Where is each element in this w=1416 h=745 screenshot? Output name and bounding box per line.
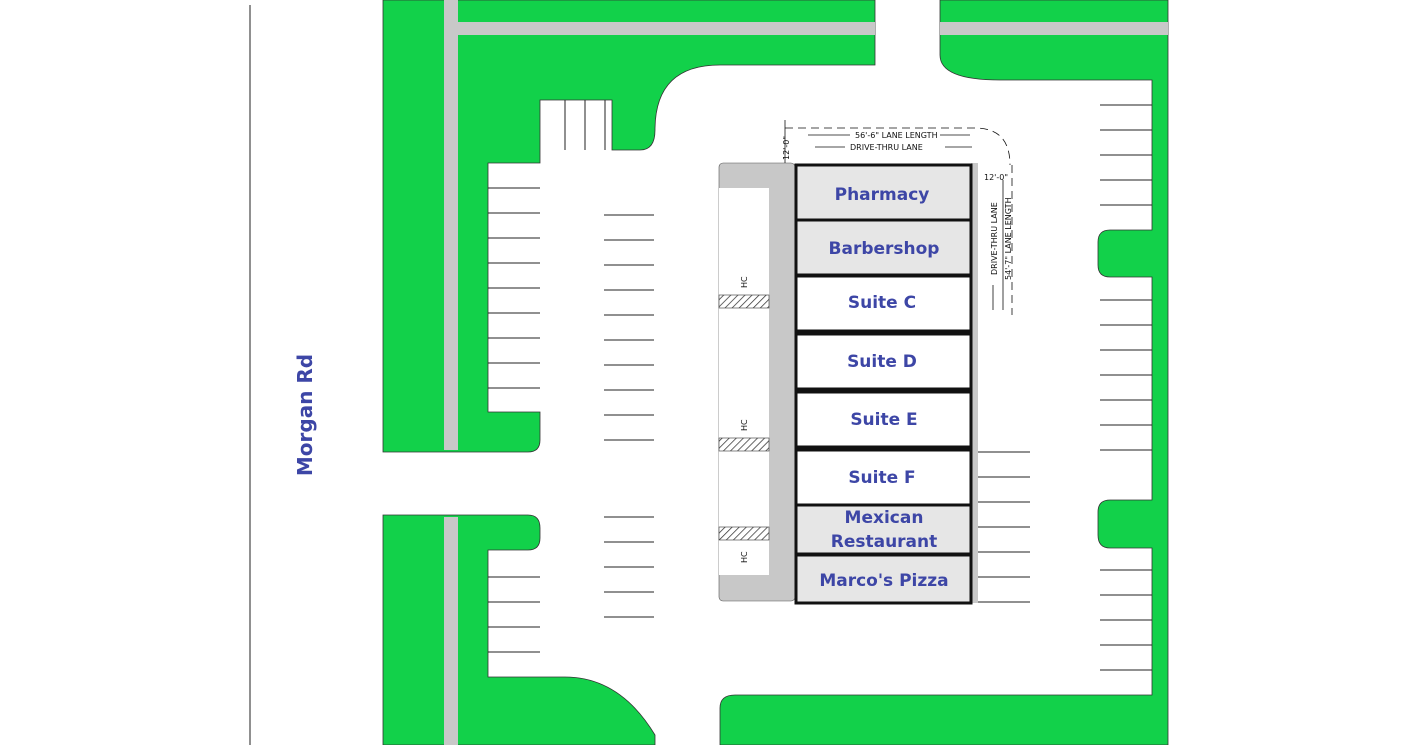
handicap-label: HC (740, 276, 749, 288)
landscape-bottom-left (382, 514, 656, 745)
drive-thru-annotations (784, 120, 1013, 315)
suite-mexican-restaurant[interactable] (794, 503, 973, 556)
suite-c[interactable] (794, 274, 973, 333)
top-lane-label: DRIVE-THRU LANE (850, 143, 923, 152)
handicap-stall (718, 526, 770, 541)
suite-label: Suite D (847, 352, 917, 372)
suite-label: Mexican (845, 508, 924, 528)
suite-label: Suite C (848, 293, 916, 313)
building: Pharmacy Barbershop Suite C Suite D Suit… (794, 163, 973, 605)
suite-barbershop[interactable] (794, 218, 973, 277)
sidewalk-horizontal-north (458, 22, 875, 35)
suite-label: Suite F (848, 468, 915, 488)
drive-thru-curb (971, 163, 978, 603)
suite-marcos-pizza[interactable] (794, 553, 973, 605)
sidewalk-vertical-south (444, 517, 458, 745)
handicap-stall (718, 294, 770, 309)
sidewalk-horizontal-northeast (940, 22, 1168, 35)
suite-e[interactable] (794, 390, 973, 449)
suite-d[interactable] (794, 332, 973, 391)
suite-label: Restaurant (831, 532, 938, 552)
landscape-top-left (382, 0, 876, 453)
suite-label: Marco's Pizza (819, 571, 948, 591)
suite-label: Pharmacy (835, 185, 930, 205)
road-label-morgan-rd: Morgan Rd (293, 354, 317, 476)
landscape-right (719, 0, 1169, 745)
suite-label: Suite E (850, 410, 917, 430)
top-lane-width: 12'-0" (782, 136, 791, 160)
suite-label: Barbershop (829, 239, 940, 259)
suite-pharmacy[interactable] (794, 163, 973, 222)
side-lane-length: 54'-7" LANE LENGTH (1004, 197, 1013, 280)
top-lane-length: 56'-6" LANE LENGTH (855, 131, 938, 140)
handicap-stall (718, 437, 770, 452)
handicap-label: HC (740, 551, 749, 563)
side-lane-width: 12'-0" (984, 173, 1008, 182)
sidewalk-vertical-north (444, 0, 458, 450)
handicap-label: HC (740, 419, 749, 431)
parking-row-west-of-building (719, 188, 769, 575)
side-lane-label: DRIVE-THRU LANE (990, 202, 999, 275)
